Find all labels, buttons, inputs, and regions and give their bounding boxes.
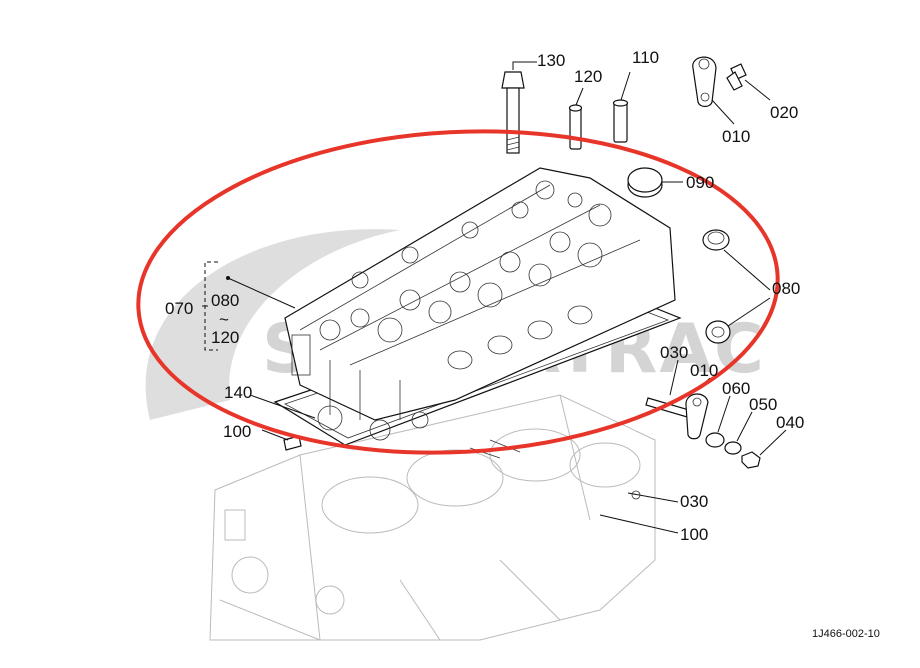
assembly-bracket-070 [202,261,296,351]
head-bolt-130 [501,61,537,154]
bolt-020 [726,63,771,101]
label-010-top: 010 [722,127,750,146]
leader-030-lower [627,492,679,503]
label-110: 110 [632,48,659,67]
label-030-lower: 030 [680,492,708,511]
label-120: 120 [574,67,602,86]
label-010-lower: 010 [690,361,718,380]
nut-040 [741,429,787,469]
label-140: 140 [224,383,252,402]
label-090: 090 [686,173,714,192]
seal-080-upper [702,229,771,291]
label-070: 070 [165,299,193,318]
plug-090 [627,167,683,198]
label-060: 060 [722,379,750,398]
label-040: 040 [776,413,804,432]
seal-080-lower [705,297,771,344]
leader-100-lower [599,514,679,534]
label-100-upper: 100 [223,422,251,441]
cylinder-block [209,394,656,641]
label-050: 050 [749,395,777,414]
lock-washer-050 [724,411,753,455]
label-130: 130 [537,51,565,70]
label-080-right: 080 [772,279,800,298]
label-100-lower: 100 [680,525,708,544]
valve-guide-110 [612,71,631,143]
hanger-bracket-010-top [692,56,735,125]
washer-060 [705,395,731,448]
label-020: 020 [770,103,798,122]
cylinder-head [284,167,676,421]
label-range-tilde: ~ [219,310,229,329]
label-080-range: 080 [211,291,239,310]
label-120-range: 120 [211,328,239,347]
figure-code: 1J466-002-10 [812,628,880,640]
label-030-upper: 030 [660,343,688,362]
leader-140 [249,394,316,419]
highlight-ellipse [136,129,780,455]
